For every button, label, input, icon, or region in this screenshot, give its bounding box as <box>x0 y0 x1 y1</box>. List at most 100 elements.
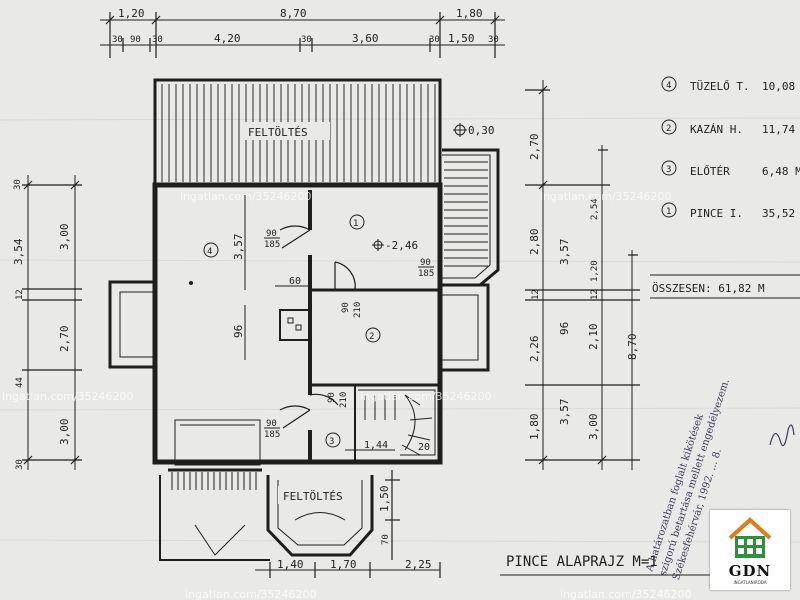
right-dimensions: 2,70 2,80 12 2,26 1,80 2,54 3,57 96 3,57… <box>525 80 640 470</box>
room-annotations: 4 1 2 3 0,30 -2,46 90 185 90 185 90 185 … <box>189 123 495 453</box>
legend-3-area: 6,48 M² <box>762 165 800 178</box>
dim-inner-3-57: 3,57 <box>232 234 245 261</box>
door-1-height: 185 <box>264 240 280 250</box>
dim-top2-9: 30 <box>488 35 499 45</box>
room-4-number: 4 <box>207 247 212 257</box>
top-dimensions: 1,20 8,70 1,80 30 90 30 4,20 30 3,60 30 … <box>100 7 505 58</box>
exterior-stairs <box>442 148 500 287</box>
dim-left-3: 3,00 <box>58 224 71 251</box>
dim-right-a5: 1,80 <box>528 414 541 441</box>
dim-right-a3: 12 <box>531 289 541 300</box>
legend-1-name: TÜZELŐ T. <box>690 79 750 93</box>
dim-inner-1-44: 1,44 <box>364 440 388 451</box>
dim-bottom-3: 2,25 <box>405 558 432 571</box>
door-4-height: 210 <box>353 302 363 318</box>
dim-left-5: 2,70 <box>58 326 71 353</box>
dim-top2-1: 30 <box>112 35 123 45</box>
level-0-30: 0,30 <box>468 124 495 137</box>
dim-left-6: 44 <box>15 377 25 388</box>
dim-top2-3: 30 <box>152 35 163 45</box>
watermark-4: ingatlan.com/35246200 <box>360 390 492 403</box>
door-2-width: 90 <box>420 258 431 268</box>
plan-title: PINCE ALAPRAJZ M=1 <box>506 554 658 570</box>
dim-inner-96: 96 <box>232 325 245 338</box>
dim-right-b3: 96 <box>558 322 571 335</box>
door-4-width: 90 <box>341 302 351 313</box>
door-3-height: 185 <box>264 430 280 440</box>
room-3-number: 3 <box>329 437 334 447</box>
dim-top-3: 1,80 <box>456 7 483 20</box>
dim-left-7: 3,00 <box>58 419 71 446</box>
fill-bottom-label: FELTÖLTÉS <box>283 490 343 503</box>
dim-right-b4: 3,57 <box>558 399 571 426</box>
legend-2-number: 2 <box>666 124 671 134</box>
legend-4-area: 35,52 M² <box>762 207 800 220</box>
fill-area-bottom <box>159 468 374 561</box>
fill-area-top: FELTÖLTÉS <box>153 78 442 187</box>
dim-bottom-1: 1,40 <box>277 558 304 571</box>
house-logo-icon <box>728 517 772 558</box>
dim-top2-4: 4,20 <box>214 32 241 45</box>
dim-top-2: 8,70 <box>280 7 307 20</box>
dim-left-4: 12 <box>15 289 25 300</box>
dim-inner-20: 20 <box>418 442 430 453</box>
legend-total: ÖSSZESEN: 61,82 M <box>652 282 765 295</box>
fill-top-label: FELTÖLTÉS <box>248 126 308 139</box>
dim-top2-8: 1,50 <box>448 32 475 45</box>
legend-4-name: PINCE I. <box>690 207 743 220</box>
dim-left-2: 3,54 <box>12 238 25 265</box>
door-1-width: 90 <box>266 229 277 239</box>
watermark-1: ingatlan.com/35246200 <box>180 190 312 203</box>
dim-inner-60: 60 <box>289 276 301 287</box>
walls <box>108 182 490 466</box>
dim-right-c1: 1,20 <box>590 260 600 282</box>
door-2-height: 185 <box>418 269 434 279</box>
bottom-dimensions: 1,40 1,70 2,25 1,50 70 <box>255 470 441 578</box>
watermark-2: ingatlan.com/35246200 <box>540 190 672 203</box>
legend-4-number: 1 <box>666 207 671 217</box>
dim-left-8: 30 <box>15 459 25 470</box>
dim-right-b2: 3,57 <box>558 239 571 266</box>
room-1-number: 1 <box>353 219 358 229</box>
watermark-3: ingatlan.com/35246200 <box>2 390 134 403</box>
dim-right-c4: 3,00 <box>587 414 600 441</box>
dim-bottom-2: 1,70 <box>330 558 357 571</box>
legend-1-number: 4 <box>666 81 671 91</box>
door-5-height: 210 <box>339 392 349 408</box>
dim-top2-7: 30 <box>429 35 440 45</box>
dim-bottom-vert-2: 70 <box>381 534 391 545</box>
door-3-width: 90 <box>266 419 277 429</box>
area-legend: 4 TÜZELŐ T. 10,08 M 2 KAZÁN H. 11,74 M² … <box>650 76 800 299</box>
legend-1-area: 10,08 M <box>762 80 800 93</box>
room-2-number: 2 <box>369 332 374 342</box>
logo-text: GDN <box>728 562 772 580</box>
dim-bottom-vert-1: 1,50 <box>378 486 391 513</box>
door-5-width: 90 <box>327 392 337 403</box>
dim-top-1: 1,20 <box>118 7 145 20</box>
signature <box>769 424 795 447</box>
left-dimensions: 30 3,54 3,00 12 2,70 44 3,00 30 <box>12 175 82 470</box>
dim-right-b1: 2,54 <box>590 198 600 220</box>
watermark-5: ingatlan.com/35246200 <box>185 588 317 600</box>
dim-right-total: 8,70 <box>626 334 639 361</box>
dim-left-1: 30 <box>13 179 23 190</box>
dim-top2-2: 90 <box>130 35 141 45</box>
legend-3-name: ELŐTÉR <box>690 164 730 178</box>
watermark-6: ingatlan.com/35246200 <box>560 588 692 600</box>
legend-2-area: 11,74 M² <box>762 123 800 136</box>
legend-3-number: 3 <box>666 165 671 175</box>
dim-right-a1: 2,70 <box>528 134 541 161</box>
gdn-logo: GDN INGATLANIRODA <box>710 510 790 590</box>
dim-right-c2: 12 <box>590 289 600 300</box>
level-minus-2-46: -2,46 <box>385 239 418 252</box>
interior-stairs <box>358 389 436 456</box>
dim-right-c3: 2,10 <box>587 324 600 351</box>
logo-tagline: INGATLANIRODA <box>733 580 767 585</box>
dim-top2-6: 3,60 <box>352 32 379 45</box>
legend-2-name: KAZÁN H. <box>690 123 743 136</box>
dim-right-a4: 2,26 <box>528 336 541 363</box>
dim-top2-5: 30 <box>301 35 312 45</box>
dim-right-a2: 2,80 <box>528 229 541 256</box>
doors <box>279 225 356 429</box>
